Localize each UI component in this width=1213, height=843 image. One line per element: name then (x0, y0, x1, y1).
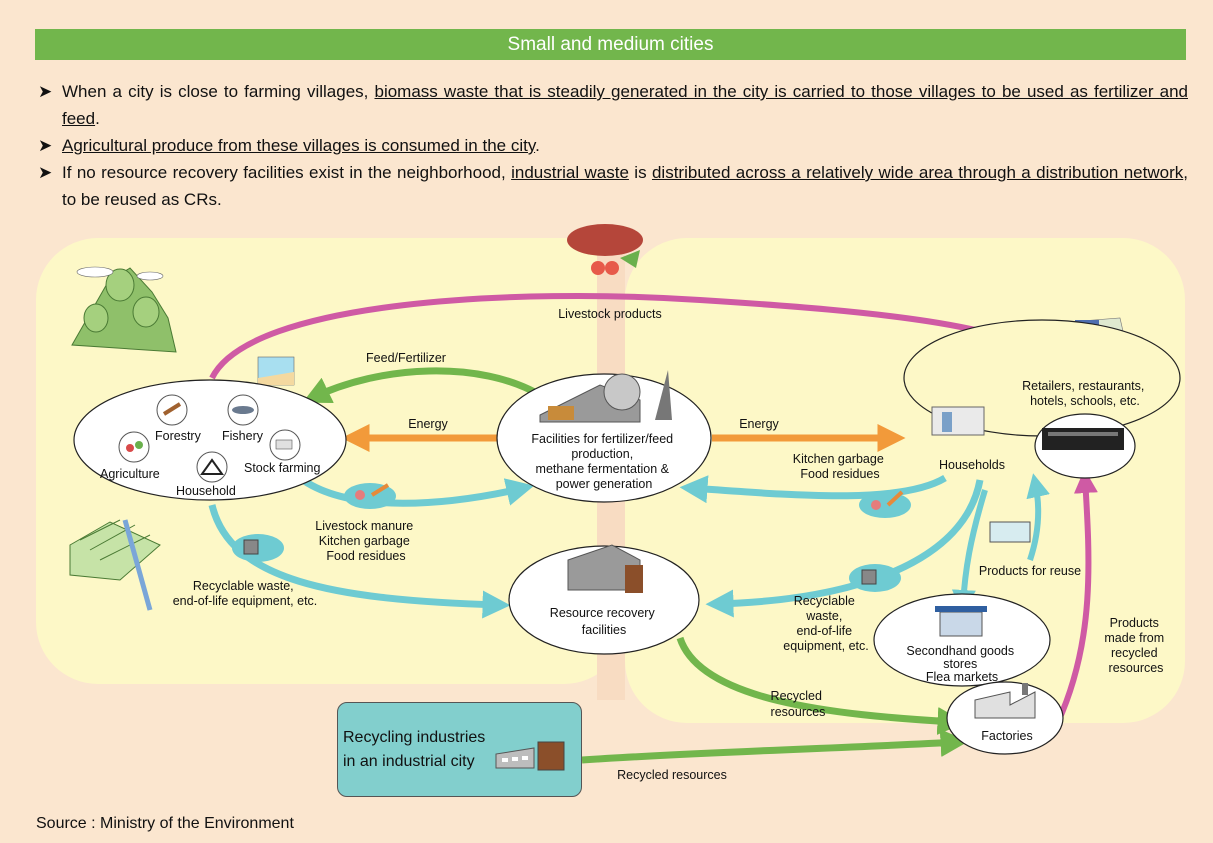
bullet-text: . (535, 136, 540, 155)
industrial-factory-icon (495, 741, 565, 771)
recycling-industries-label: Recycling industries in an industrial ci… (343, 726, 485, 774)
households-label: Households (939, 458, 1005, 472)
energy-left-label: Energy (408, 417, 448, 431)
products-for-reuse-arrow (1026, 473, 1050, 561)
household-label: Household (176, 484, 236, 498)
bullet-list: ➤ When a city is close to farming villag… (38, 78, 1188, 213)
bullet-emphasis: biomass waste that is steadily generated… (62, 82, 1188, 128)
recycled-resources-lower-arrow (581, 728, 969, 764)
bullet-item: ➤ If no resource recovery facilities exi… (38, 159, 1188, 213)
kitchen-garbage-right-label: Kitchen garbage Food residues (793, 452, 888, 481)
recyclable-to-recovery-arrow (208, 504, 511, 619)
rice-field-icon (69, 519, 161, 611)
fishery-label: Fishery (222, 429, 264, 443)
arrow-bullet-icon: ➤ (38, 136, 53, 155)
bullet-text: is (628, 163, 652, 182)
reuse-goods-icon (989, 521, 1031, 543)
agriculture-label: Agriculture (100, 467, 160, 481)
secondhand-node (873, 593, 1051, 687)
recyclable-left-label: Recyclable waste, end-of-life equipment,… (173, 579, 318, 608)
bullet-item: ➤ When a city is close to farming villag… (38, 78, 1188, 132)
stock-farming-label: Stock farming (244, 461, 320, 475)
forestry-icon (156, 394, 188, 426)
agriculture-icon (118, 431, 150, 463)
forestry-label: Forestry (155, 429, 202, 443)
arrow-bullet-icon: ➤ (38, 82, 53, 101)
products-for-reuse-label: Products for reuse (979, 564, 1081, 578)
bullet-text: . (95, 109, 100, 128)
bullet-emphasis: distributed across a relatively wide are… (651, 163, 1184, 182)
recycled-resources-upper-arrow (676, 636, 966, 735)
households-building-icon (931, 406, 985, 436)
arrow-bullet-icon: ➤ (38, 163, 53, 182)
recycled-products-arrow (1055, 469, 1098, 724)
resource-recovery-node (508, 545, 700, 655)
shop-icon (935, 606, 987, 637)
bullet-text: , to be reused as CRs. (62, 163, 1188, 209)
livestock-products-label: Livestock products (558, 307, 662, 321)
recycling-industries-line: in an industrial city (343, 753, 475, 770)
biomass-to-facility-arrow (297, 475, 535, 507)
beach-icon (257, 356, 295, 386)
energy-right-label: Energy (739, 417, 779, 431)
recyclable-items-left-icon (232, 534, 284, 562)
recycled-resources-upper-label: Recycled resources (771, 689, 826, 719)
stock-farming-icon (269, 429, 301, 461)
secondhand-label: Secondhand goods stores Flea markets (906, 644, 1017, 684)
recyclable-items-right-icon (849, 564, 901, 592)
commercial-building-icon (1042, 428, 1124, 450)
food-products-icon (567, 224, 643, 275)
vegetables-left-icon (344, 483, 396, 509)
vegetables-right-icon (859, 490, 911, 518)
bullet-emphasis: Agricultural produce from these villages… (62, 136, 536, 155)
household-icon (196, 451, 228, 483)
facilities-label: Facilities for fertilizer/feed productio… (531, 432, 676, 491)
bullet-emphasis: industrial waste (511, 163, 629, 182)
recovery-building-icon (567, 544, 643, 593)
mountain-icon (71, 266, 177, 353)
page-title: Small and medium cities (35, 29, 1186, 60)
factory-icon (974, 683, 1036, 719)
bullet-text: If no resource recovery facilities exist… (62, 163, 512, 182)
retailers-label: Retailers, restaurants, hotels, schools,… (1022, 379, 1148, 408)
recycled-resources-lower-label: Recycled resources (617, 768, 727, 782)
garbage-to-facility-arrow (679, 474, 947, 504)
facility-building-icon (539, 370, 672, 423)
feed-fertilizer-label: Feed/Fertilizer (366, 351, 446, 365)
bullet-text: When a city is close to farming villages… (62, 82, 375, 101)
village-node (73, 379, 347, 501)
recyclable-right-label: Recyclable waste, end-of-life equipment,… (783, 594, 868, 653)
feed-fertilizer-arrow (302, 367, 542, 403)
livestock-manure-label: Livestock manure Kitchen garbage Food re… (315, 519, 416, 563)
products-recycled-label: Products made from recycled resources (1104, 616, 1167, 675)
factories-label: Factories (981, 729, 1032, 743)
fishery-icon (227, 394, 259, 426)
recycling-industries-line: Recycling industries (343, 729, 486, 746)
bullet-item: ➤ Agricultural produce from these villag… (38, 132, 1188, 159)
source-note: Source : Ministry of the Environment (36, 815, 294, 832)
resource-recovery-label: Resource recovery facilities (550, 606, 658, 637)
